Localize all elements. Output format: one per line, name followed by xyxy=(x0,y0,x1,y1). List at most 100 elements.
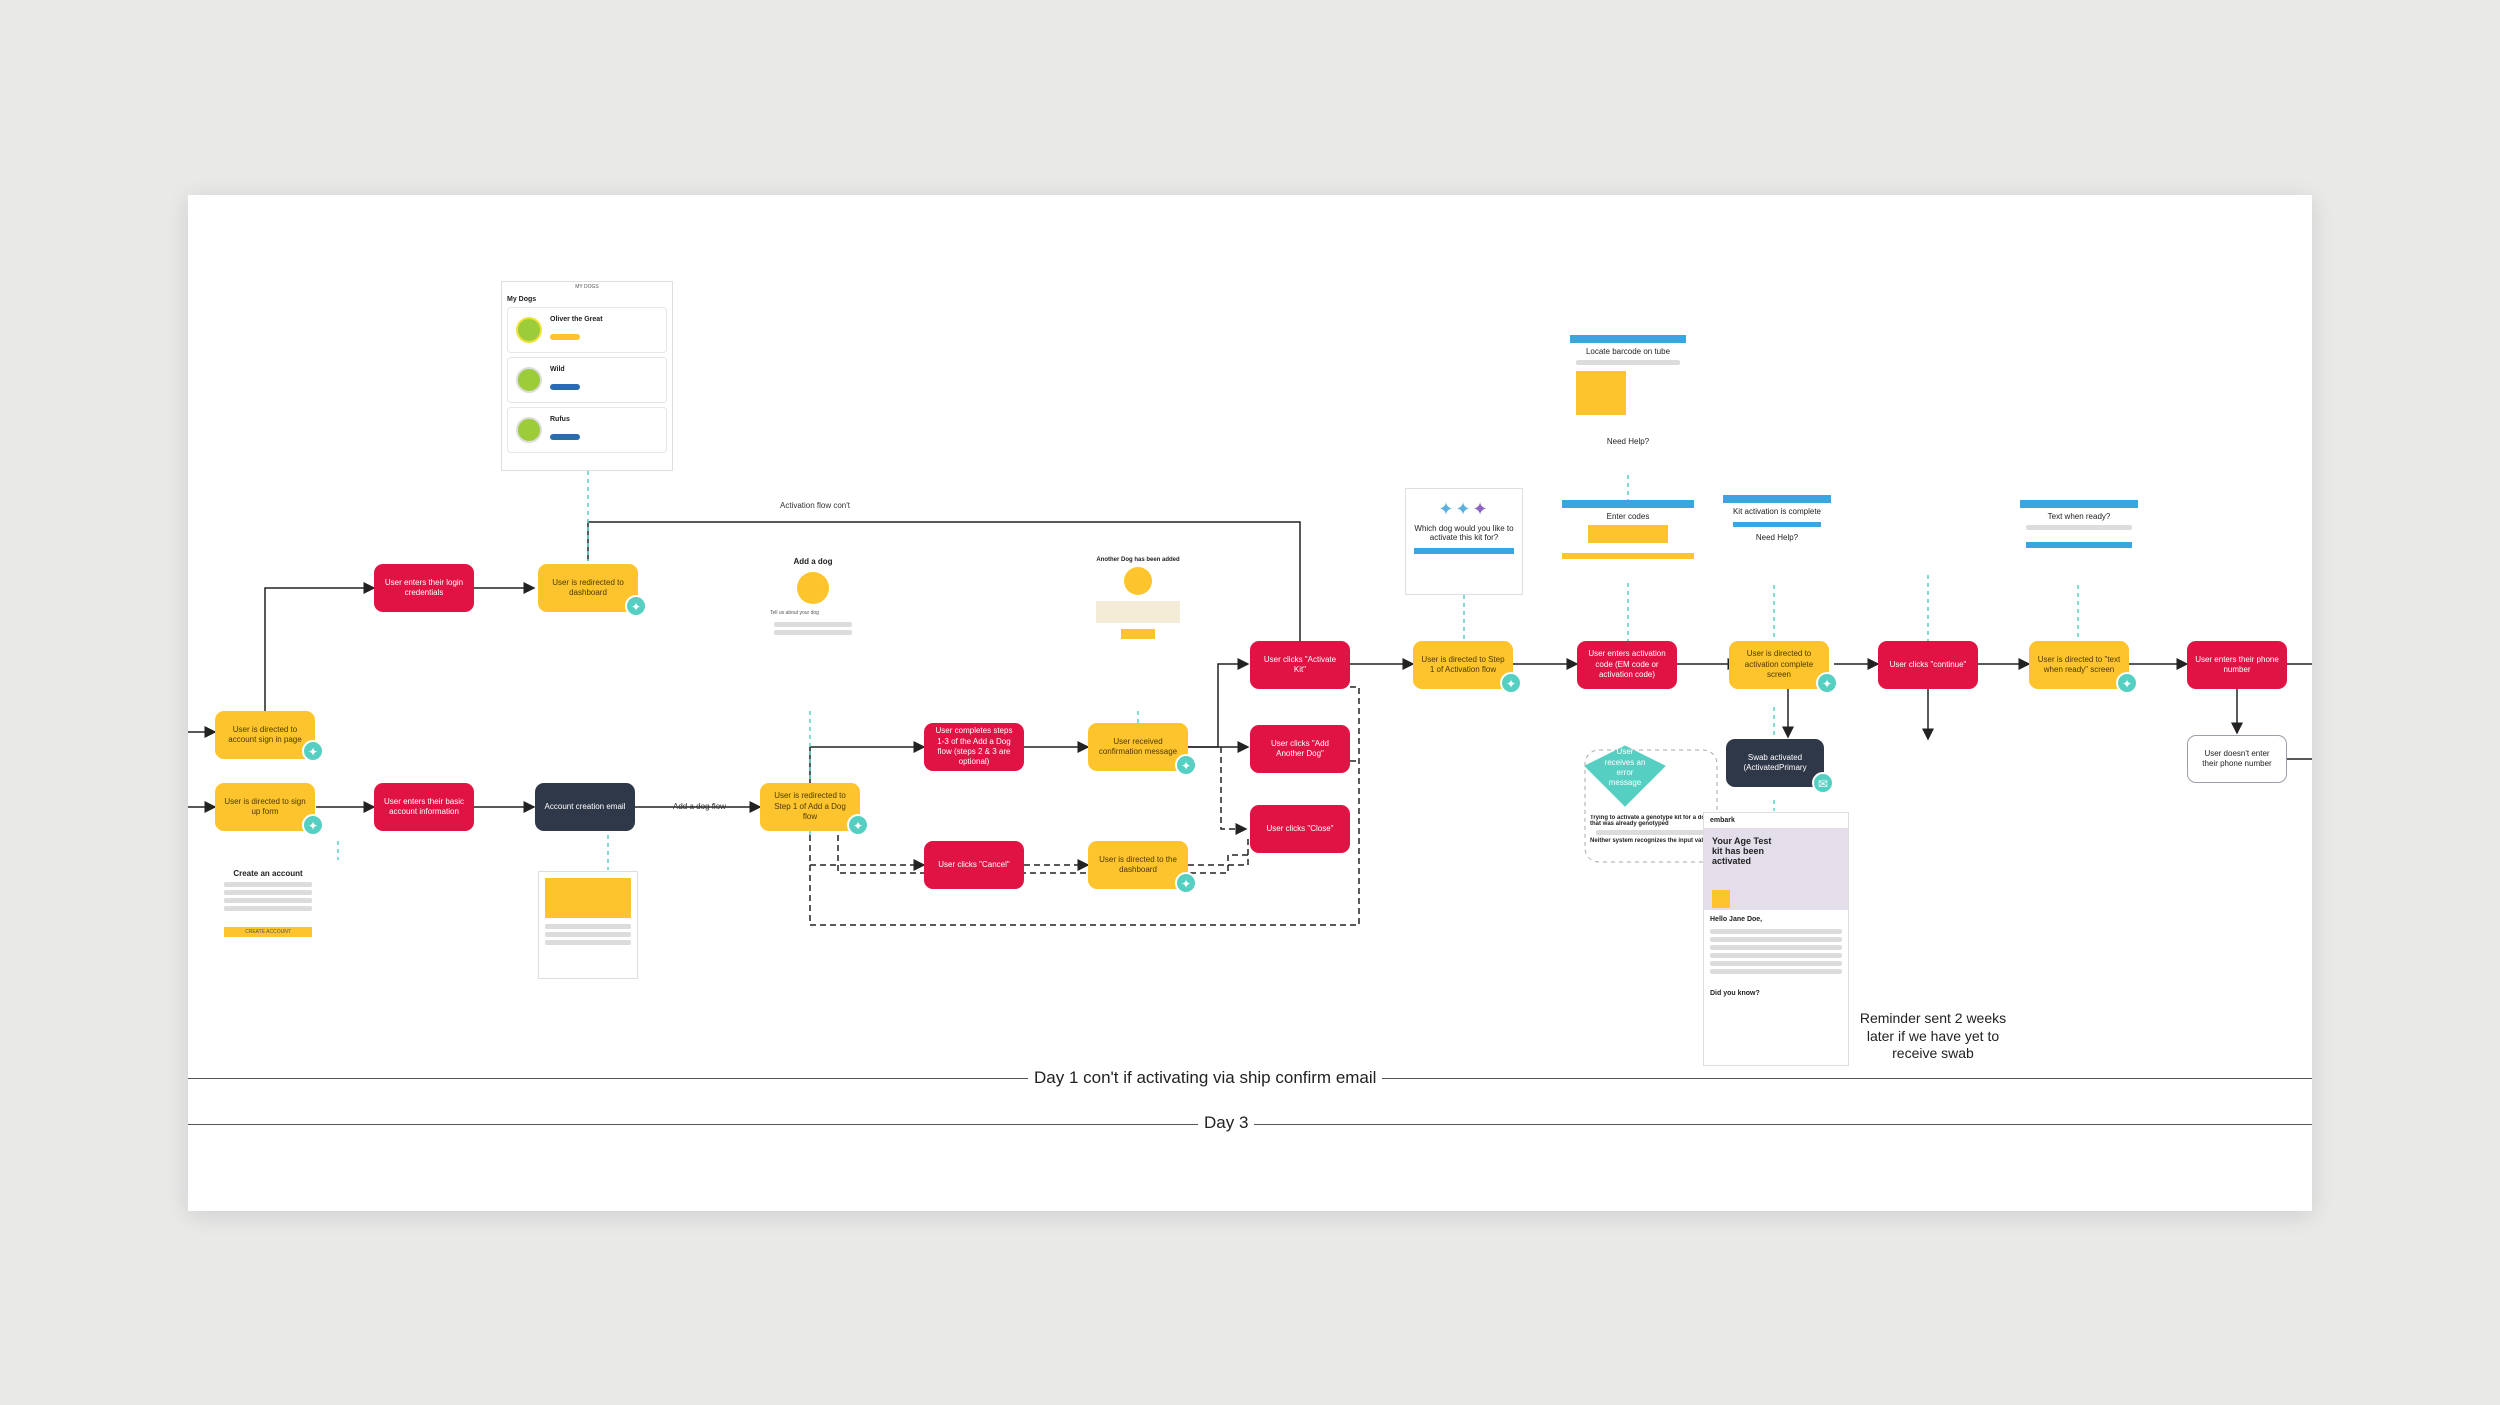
dog-icons: ✦✦✦ xyxy=(1438,499,1490,519)
email-mockup-small xyxy=(538,871,638,979)
dog-avatar xyxy=(516,317,542,343)
node-clicks-activate[interactable]: User clicks "Activate Kit" xyxy=(1250,641,1350,689)
add-dog-mockup: Add a dog Tell us about your dog xyxy=(768,553,858,681)
text-line xyxy=(1710,969,1842,974)
reminder-note: Reminder sent 2 weeks later if we have y… xyxy=(1859,1010,2007,1061)
text-line xyxy=(545,932,631,937)
dog-status-pill xyxy=(550,434,580,440)
form-field xyxy=(774,622,852,627)
node-error-message[interactable]: User receives an error message xyxy=(1604,747,1646,787)
header-bar xyxy=(1723,495,1831,503)
form-field xyxy=(224,890,312,895)
dog-name: Wild xyxy=(550,366,565,373)
dog-status-pill xyxy=(550,334,580,340)
node-completes-steps[interactable]: User completes steps 1-3 of the Add a Do… xyxy=(924,723,1024,771)
activate-kit-button[interactable] xyxy=(1121,629,1155,639)
add-dog-subtitle: Tell us about your dog xyxy=(770,610,819,616)
enter-codes-title: Enter codes xyxy=(1606,512,1650,521)
header-bar xyxy=(2020,500,2138,508)
dog-status-pill xyxy=(550,384,580,390)
form-field xyxy=(224,882,312,887)
text-line xyxy=(545,924,631,929)
text-line xyxy=(1710,937,1842,942)
node-step1-activation[interactable]: User is directed to Step 1 of Activation… xyxy=(1413,641,1513,689)
error-note-heading: Trying to activate a genotype kit for a … xyxy=(1590,815,1709,827)
step-badge-icon: ✦ xyxy=(1175,754,1197,776)
step-badge-icon: ✦ xyxy=(1816,672,1838,694)
day1-label: Day 1 con't if activating via ship confi… xyxy=(1028,1068,1383,1088)
dog-avatar-icon xyxy=(797,572,829,604)
node-directed-dashboard[interactable]: User is directed to the dashboard xyxy=(1088,841,1188,889)
form-field xyxy=(774,630,852,635)
swab-line1: Swab activated xyxy=(1747,752,1803,762)
email-greeting: Hello Jane Doe, xyxy=(1710,916,1763,923)
node-basic-info[interactable]: User enters their basic account informat… xyxy=(374,783,474,831)
step-badge-icon: ✦ xyxy=(1500,672,1522,694)
dog-avatar xyxy=(516,367,542,393)
dog-card[interactable]: Oliver the Great xyxy=(507,307,667,353)
step-badge-icon: ✦ xyxy=(625,595,647,617)
node-text-when-ready[interactable]: User is directed to "text when ready" sc… xyxy=(2029,641,2129,689)
text-line xyxy=(1710,953,1842,958)
email-headline: Your Age Test kit has been activated xyxy=(1712,836,1772,866)
node-enters-codes[interactable]: User enters activation code (EM code or … xyxy=(1577,641,1677,689)
text-line xyxy=(1710,929,1842,934)
text-ready-title: Text when ready? xyxy=(2047,512,2111,521)
dashboard-mockup: MY DOGS My Dogs Oliver the Great Wild Ru… xyxy=(501,281,673,471)
enter-codes-mockup: Enter codes xyxy=(1562,500,1694,582)
node-enters-phone[interactable]: User enters their phone number xyxy=(2187,641,2287,689)
submit-button[interactable] xyxy=(2026,542,2132,548)
form-field xyxy=(224,898,312,903)
step-badge-icon: ✦ xyxy=(2116,672,2138,694)
node-clicks-cancel[interactable]: User clicks "Cancel" xyxy=(924,841,1024,889)
error-note-sub: Neither system recognizes the input valu… xyxy=(1590,838,1711,844)
which-dog-title: Which dog would you like to activate thi… xyxy=(1414,524,1514,542)
dog-avatar-icon xyxy=(1124,567,1152,595)
dashboard-header: MY DOGS xyxy=(575,284,599,290)
kit-complete-title: Kit activation is complete xyxy=(1732,507,1822,516)
node-signin-page[interactable]: User is directed to account sign in page xyxy=(215,711,315,759)
locate-barcode-mockup: Locate barcode on tube Need Help? xyxy=(1570,335,1686,475)
dog-name: Rufus xyxy=(550,416,570,423)
node-clicks-close[interactable]: User clicks "Close" xyxy=(1250,805,1350,853)
code-input[interactable] xyxy=(1588,525,1668,543)
node-signup-form[interactable]: User is directed to sign up form xyxy=(215,783,315,831)
phone-field[interactable] xyxy=(2026,525,2132,530)
node-clicks-continue[interactable]: User clicks "continue" xyxy=(1878,641,1978,689)
node-login-credentials[interactable]: User enters their login credentials xyxy=(374,564,474,612)
email-footer: Did you know? xyxy=(1710,990,1760,997)
node-no-phone[interactable]: User doesn't enter their phone number xyxy=(2187,735,2287,783)
node-swab-activated[interactable]: Swab activated (ActivatedPrimary xyxy=(1726,739,1824,787)
kit-complete-help: Need Help? xyxy=(1755,533,1799,542)
label-activation-flow: Activation flow con't xyxy=(780,501,851,510)
node-received-confirm[interactable]: User received confirmation message xyxy=(1088,723,1188,771)
activation-email-mockup: embark Your Age Test kit has been activa… xyxy=(1703,812,1849,1066)
kit-icon xyxy=(1712,890,1730,908)
form-field xyxy=(224,906,312,911)
tube-image xyxy=(1576,371,1626,415)
node-activation-complete[interactable]: User is directed to activation complete … xyxy=(1729,641,1829,689)
create-account-button[interactable]: CREATE ACCOUNT xyxy=(224,927,312,937)
node-creation-email[interactable]: Account creation email xyxy=(535,783,635,831)
email-brand: embark xyxy=(1710,817,1735,824)
dog-name: Oliver the Great xyxy=(550,316,603,323)
create-account-title: Create an account xyxy=(233,869,303,878)
node-redirect-step1[interactable]: User is redirected to Step 1 of Add a Do… xyxy=(760,783,860,831)
label-add-dog-flow: Add a dog flow xyxy=(673,802,726,811)
create-account-mockup: Create an account CREATE ACCOUNT xyxy=(218,865,318,985)
another-dog-title: Another Dog has been added xyxy=(1096,557,1180,563)
kit-complete-mockup: Kit activation is complete Need Help? xyxy=(1723,495,1831,585)
dog-card[interactable]: Wild xyxy=(507,357,667,403)
dog-card[interactable]: Rufus xyxy=(507,407,667,453)
header-bar xyxy=(1570,335,1686,343)
swab-line2: (ActivatedPrimary xyxy=(1743,763,1807,772)
node-clicks-add-another[interactable]: User clicks "Add Another Dog" xyxy=(1250,725,1350,773)
text-line xyxy=(1576,360,1680,365)
step-badge-icon: ✦ xyxy=(302,740,324,762)
node-redirect-dashboard[interactable]: User is redirected to dashboard xyxy=(538,564,638,612)
continue-button[interactable] xyxy=(1733,522,1821,527)
error-note: Trying to activate a genotype kit for a … xyxy=(1590,815,1714,859)
select-bar[interactable] xyxy=(1414,548,1514,554)
add-dog-title: Add a dog xyxy=(793,557,833,566)
header-bar xyxy=(1562,500,1694,508)
